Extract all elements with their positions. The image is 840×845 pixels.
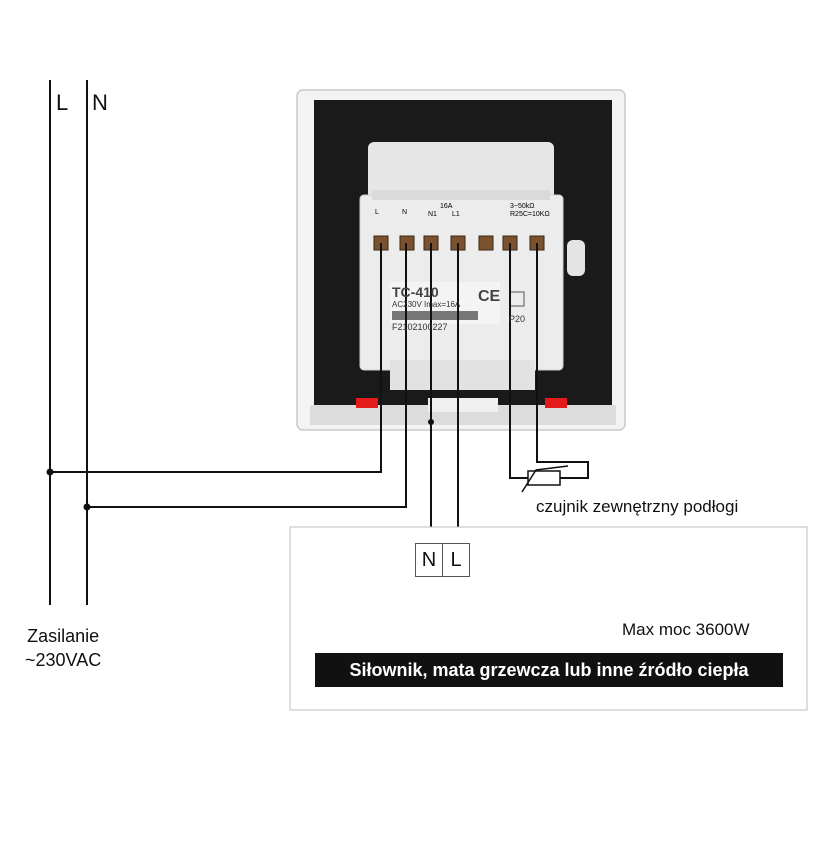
junction-N [83,503,91,511]
device-rating: AC230V Imax=16A [392,300,461,309]
supply-label: Zasilanie ~230VAC [25,624,101,672]
wire-sensor-1 [509,243,528,479]
wire-N [87,243,407,508]
thermistor-symbol [521,465,569,493]
term-label-L: L [375,209,379,216]
term-label-sensor-range: 3~50kΩ [510,203,535,210]
module-bottom [390,360,535,390]
ce-mark: CE [478,288,501,305]
device-ip-code: P20 [509,314,526,324]
supply-line2: ~230VAC [25,650,102,670]
indicator-left [356,398,378,408]
load-max-power: Max moc 3600W [622,620,750,639]
term-label-N1: N1 [428,211,437,218]
thermostat-device: L N 16A N1 L1 3~50kΩ R25C=10KΩ [296,89,626,431]
rail-label-L: L [56,90,69,115]
sensor-label: czujnik zewnętrzny podłogi [536,497,739,516]
term-label-sensor-type: R25C=10KΩ [510,211,550,218]
thermistor-body [527,470,561,486]
module-ribs [372,190,550,200]
wire-L [50,243,382,473]
barcode [392,311,478,320]
device-model: TC-410 [392,284,439,300]
junction-L [46,468,54,476]
frame-clip [567,240,585,276]
module-top [368,142,554,202]
load-terminal-L: L [442,543,470,577]
indicator-right [545,398,567,408]
device-serial: F2102100227 [392,322,448,332]
bottom-notch [428,398,498,412]
thermistor-diagonal [521,465,569,493]
rail-label-N: N [92,90,108,115]
wires [50,243,589,543]
terminal-5 [478,235,494,251]
term-label-N: N [402,209,407,216]
load-terminal-N: N [415,543,443,577]
wire-sensor-2 [536,243,589,479]
term-label-current: 16A [440,203,453,210]
junction-n1 [428,419,434,425]
load-title: Siłownik, mata grzewcza lub inne źródło … [315,653,783,687]
supply-line1: Zasilanie [27,626,100,646]
bottom-lip [310,405,616,425]
term-label-L1: L1 [452,211,460,218]
